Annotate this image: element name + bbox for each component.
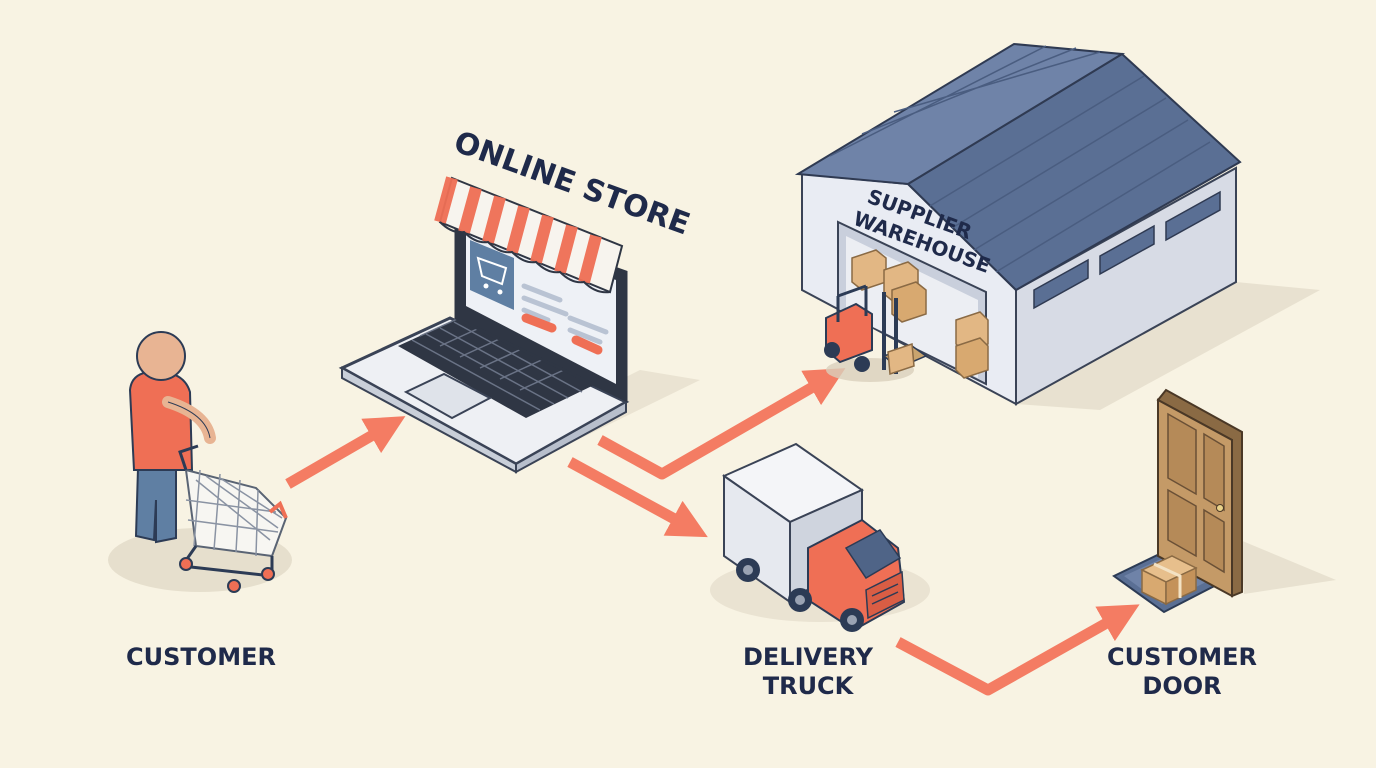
arrow-store-to-truck <box>567 457 708 538</box>
supplier-warehouse <box>794 42 1320 410</box>
label-customer-door-line2: DOOR <box>1142 672 1222 700</box>
label-delivery-truck: DELIVERY TRUCK <box>708 643 908 701</box>
forklift-icon <box>824 284 928 382</box>
shopping-cart-icon <box>178 444 288 593</box>
delivery-truck-icon <box>710 442 930 632</box>
arrow-customer-to-store <box>285 416 406 489</box>
laptop-online-store <box>338 176 700 474</box>
label-customer: CUSTOMER <box>101 643 301 672</box>
label-delivery-truck-line1: DELIVERY <box>742 643 874 671</box>
arrow-truck-to-door <box>895 604 1140 696</box>
package-icon <box>1140 555 1198 606</box>
label-delivery-truck-line2: TRUCK <box>762 672 854 700</box>
label-customer-door-line1: CUSTOMER <box>1107 643 1257 671</box>
label-customer-text: CUSTOMER <box>126 643 276 671</box>
label-customer-door: CUSTOMER DOOR <box>1082 643 1282 701</box>
flow-arrows <box>285 368 1140 696</box>
arrow-store-to-warehouse <box>597 368 846 480</box>
customer-figure <box>108 331 292 592</box>
